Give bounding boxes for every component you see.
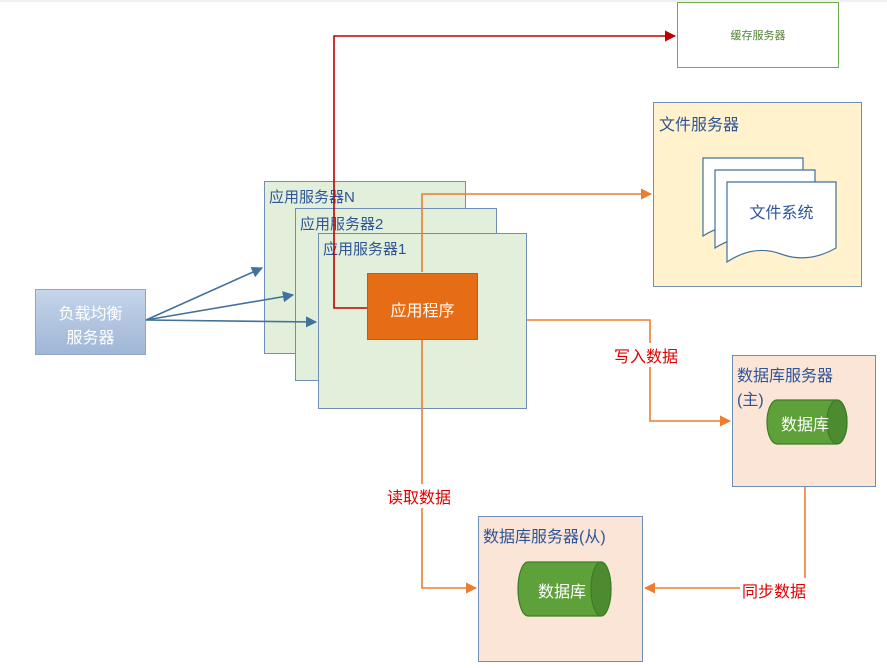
read-data-arrow (421, 340, 478, 594)
db-slave-label: 数据库 (537, 584, 586, 601)
app-server-1-title: 应用服务器1 (323, 241, 407, 258)
application-box: 应用程序 (367, 273, 478, 340)
app-server-2-title: 应用服务器2 (300, 216, 384, 233)
db-master-server: 数据库服务器 (主) (732, 355, 876, 487)
load-balancer-line1: 负载均衡 (58, 306, 123, 323)
db-master-label: 数据库 (780, 417, 829, 434)
read-data-label: 读取数据 (387, 484, 452, 508)
cache-server-label: 缓存服务器 (730, 30, 786, 42)
db-master-title-line1: 数据库服务器 (737, 368, 834, 385)
db-master-title-line2: (主) (737, 392, 764, 409)
lb-arrow-to-app-1 (145, 316, 318, 328)
file-server-arrow (421, 188, 653, 272)
cache-arrow (333, 30, 677, 309)
load-balancer: 负载均衡 服务器 (35, 289, 146, 355)
sync-data-label: 同步数据 (740, 578, 809, 602)
file-system-label: 文件系统 (749, 205, 814, 222)
load-balancer-line2: 服务器 (66, 330, 115, 347)
file-server-title: 文件服务器 (659, 117, 740, 134)
db-master-cylinder (766, 399, 848, 445)
write-data-arrow (527, 319, 732, 427)
top-divider (0, 0, 887, 2)
cache-server: 缓存服务器 (677, 2, 839, 68)
file-system-shape (702, 157, 837, 264)
sync-data-arrow (643, 487, 806, 594)
write-data-label: 写入数据 (614, 343, 679, 367)
db-slave-title: 数据库服务器(从) (483, 529, 606, 546)
lb-arrow-to-app-2 (145, 291, 295, 321)
lb-arrow-to-app-n (145, 267, 264, 321)
application-label: 应用程序 (390, 303, 455, 320)
db-slave-cylinder (517, 561, 612, 617)
